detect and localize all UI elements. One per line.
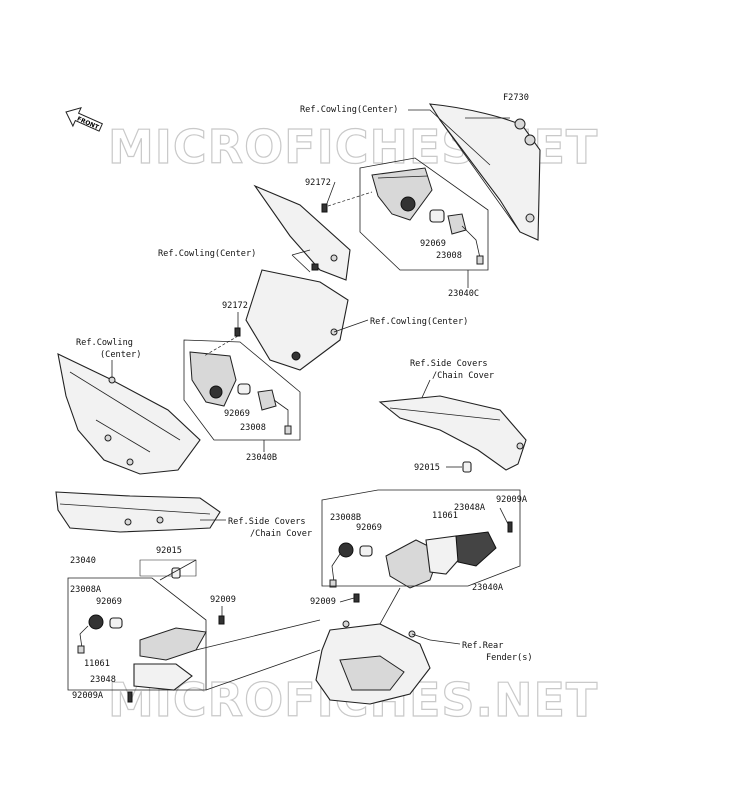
part-92172-mid: 92172 (222, 301, 248, 311)
ref-cowling-line1: Ref.Cowling (76, 338, 133, 348)
front-arrow-icon: FRONT (65, 106, 104, 132)
part-11061-left: 11061 (84, 659, 110, 669)
left-side-cowling (57, 353, 201, 475)
part-23040C: 23040C (448, 289, 479, 299)
turn-signal-assembly-23040C (371, 167, 484, 265)
turn-signal-assembly-23040B (189, 351, 292, 435)
part-92069-top: 92069 (420, 239, 446, 249)
part-11061-right: 11061 (432, 511, 458, 521)
part-92009A-left: 92009A (72, 691, 104, 701)
left-side-cover (55, 491, 221, 533)
part-92015-right: 92015 (414, 463, 440, 473)
part-92172-top: 92172 (305, 178, 331, 188)
part-23008-mid: 23008 (240, 423, 266, 433)
rear-fender (315, 587, 431, 705)
part-92009A-right: 92009A (496, 495, 528, 505)
ref-side-covers-line2: /Chain Cover (432, 371, 494, 381)
ref-side-covers-left-line2: /Chain Cover (250, 529, 312, 539)
part-92009-left: 92009 (210, 595, 236, 605)
ref-cowling-center-right-label: Ref.Cowling(Center) (370, 317, 468, 327)
center-cowling-panel (245, 184, 351, 371)
turn-signal-assembly-23040A (329, 507, 513, 589)
part-92015-left: 92015 (156, 546, 182, 556)
part-92069-right: 92069 (356, 523, 382, 533)
ref-rear-fender-line2: Fender(s) (486, 653, 533, 663)
part-23008B: 23008B (330, 513, 361, 523)
ref-rear-fender-line1: Ref.Rear (462, 641, 503, 651)
part-23048A: 23048A (454, 503, 486, 513)
figure-code: F2730 (503, 93, 529, 103)
part-23048: 23048 (90, 675, 116, 685)
part-23040B: 23040B (246, 453, 277, 463)
ref-side-covers-line1: Ref.Side Covers (410, 359, 488, 369)
ref-cowling-center-label: Ref.Cowling(Center) (158, 249, 256, 259)
part-92009-right: 92009 (310, 597, 336, 607)
upper-cowling-drawing (428, 103, 541, 241)
ref-side-covers-left-line1: Ref.Side Covers (228, 517, 306, 527)
ref-cowling-line2: (Center) (100, 350, 141, 360)
part-92069-mid: 92069 (224, 409, 250, 419)
part-23008-top: 23008 (436, 251, 462, 261)
part-23040A: 23040A (472, 583, 504, 593)
ref-cowling-center-top-label: Ref.Cowling(Center) (300, 105, 398, 115)
part-23040: 23040 (70, 556, 96, 566)
part-92069-left: 92069 (96, 597, 122, 607)
right-side-cover (378, 395, 527, 471)
part-23008A: 23008A (70, 585, 102, 595)
